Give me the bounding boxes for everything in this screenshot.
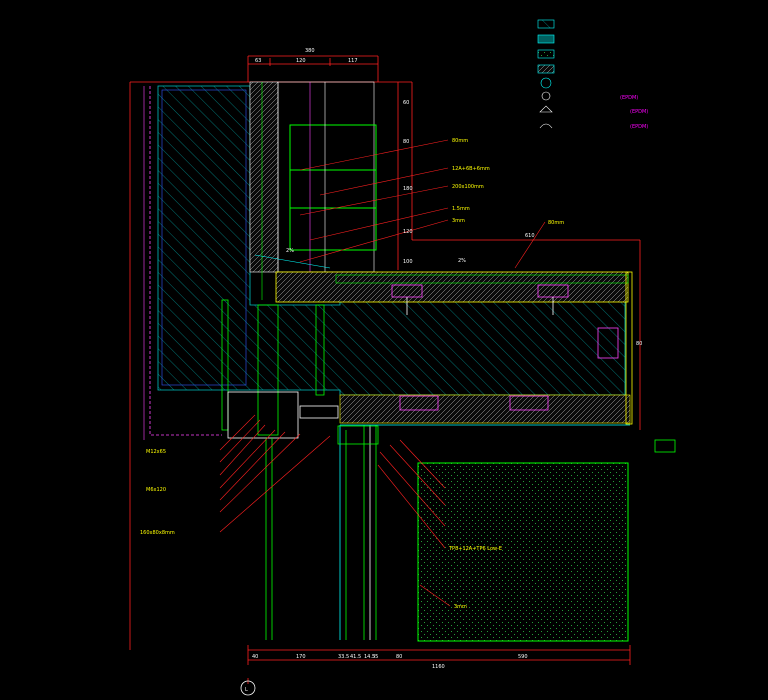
dim-bottom-1: 40 [252, 654, 258, 660]
callout-right-4: TP8+12A+TP6 Low-E [448, 546, 502, 552]
steel-brackets [391, 284, 619, 411]
frame-lines [129, 55, 641, 684]
callout-slab: 80mm [548, 220, 564, 226]
callout-top-3: 200x100mm [452, 184, 484, 190]
leader-lines [219, 139, 546, 607]
dim-bottom-total: 1160 [432, 664, 445, 670]
dim-right-2: 80 [403, 139, 409, 145]
callout-top-4: 1.5mm [452, 206, 470, 212]
dim-right-3: 180 [403, 186, 413, 192]
dim-bottom-7: 80 [396, 654, 402, 660]
grid-axis-bubble [240, 680, 256, 696]
room-tag-box [654, 439, 676, 453]
dim-bottom-5: 14.5 [364, 654, 375, 660]
callout-top-2: 12A+6B+6mm [452, 166, 490, 172]
dim-top-a: 63 [255, 58, 261, 64]
callout-top-1: 80mm [452, 138, 468, 144]
legend-text: (EPDM) (EPDM) (EPDM) [620, 95, 648, 130]
concrete-structure [143, 85, 626, 440]
callout-text: 80mm 12A+6B+6mm 200x100mm 1.5mm 3mm 80mm… [140, 138, 564, 610]
mullion-and-glass [221, 299, 630, 640]
dim-top-c: 117 [348, 58, 358, 64]
dim-bottom-3: 33.5 [338, 654, 349, 660]
callout-right-5: 3mm [454, 604, 467, 610]
legend-item-7-suffix: (EPDM) [630, 109, 648, 115]
dim-slab: 610 [525, 233, 535, 239]
dimension-text: 380 63 120 117 60 80 180 120 100 80 2% 2… [245, 48, 642, 693]
grid-axis-label: L [245, 687, 248, 693]
callout-left-4: M6x120 [146, 487, 166, 493]
dim-bottom-8: 590 [518, 654, 528, 660]
slope-label-1: 2% [286, 248, 294, 254]
legend-symbols [537, 19, 555, 129]
dim-bottom-4: 41.5 [350, 654, 361, 660]
dim-top-total: 380 [305, 48, 315, 54]
dim-right-6: 80 [636, 341, 642, 347]
dim-right-5: 100 [403, 259, 413, 265]
dim-right-1: 60 [403, 100, 409, 106]
legend-item-6-suffix: (EPDM) [620, 95, 638, 101]
callout-left-1: M12x65 [146, 449, 166, 455]
dim-right-4: 120 [403, 229, 413, 235]
upper-wall [249, 81, 377, 300]
legend-item-8-suffix: (EPDM) [630, 124, 648, 130]
roof-slab-finish [254, 254, 633, 425]
dim-bottom-6: 35 [372, 654, 378, 660]
slope-label-2: 2% [458, 258, 466, 264]
dim-bottom-2: 170 [296, 654, 306, 660]
callout-left-7: 160x80x8mm [140, 530, 175, 536]
callout-top-5: 3mm [452, 218, 465, 224]
dim-top-b: 120 [296, 58, 306, 64]
lower-stone-panel [417, 462, 629, 642]
